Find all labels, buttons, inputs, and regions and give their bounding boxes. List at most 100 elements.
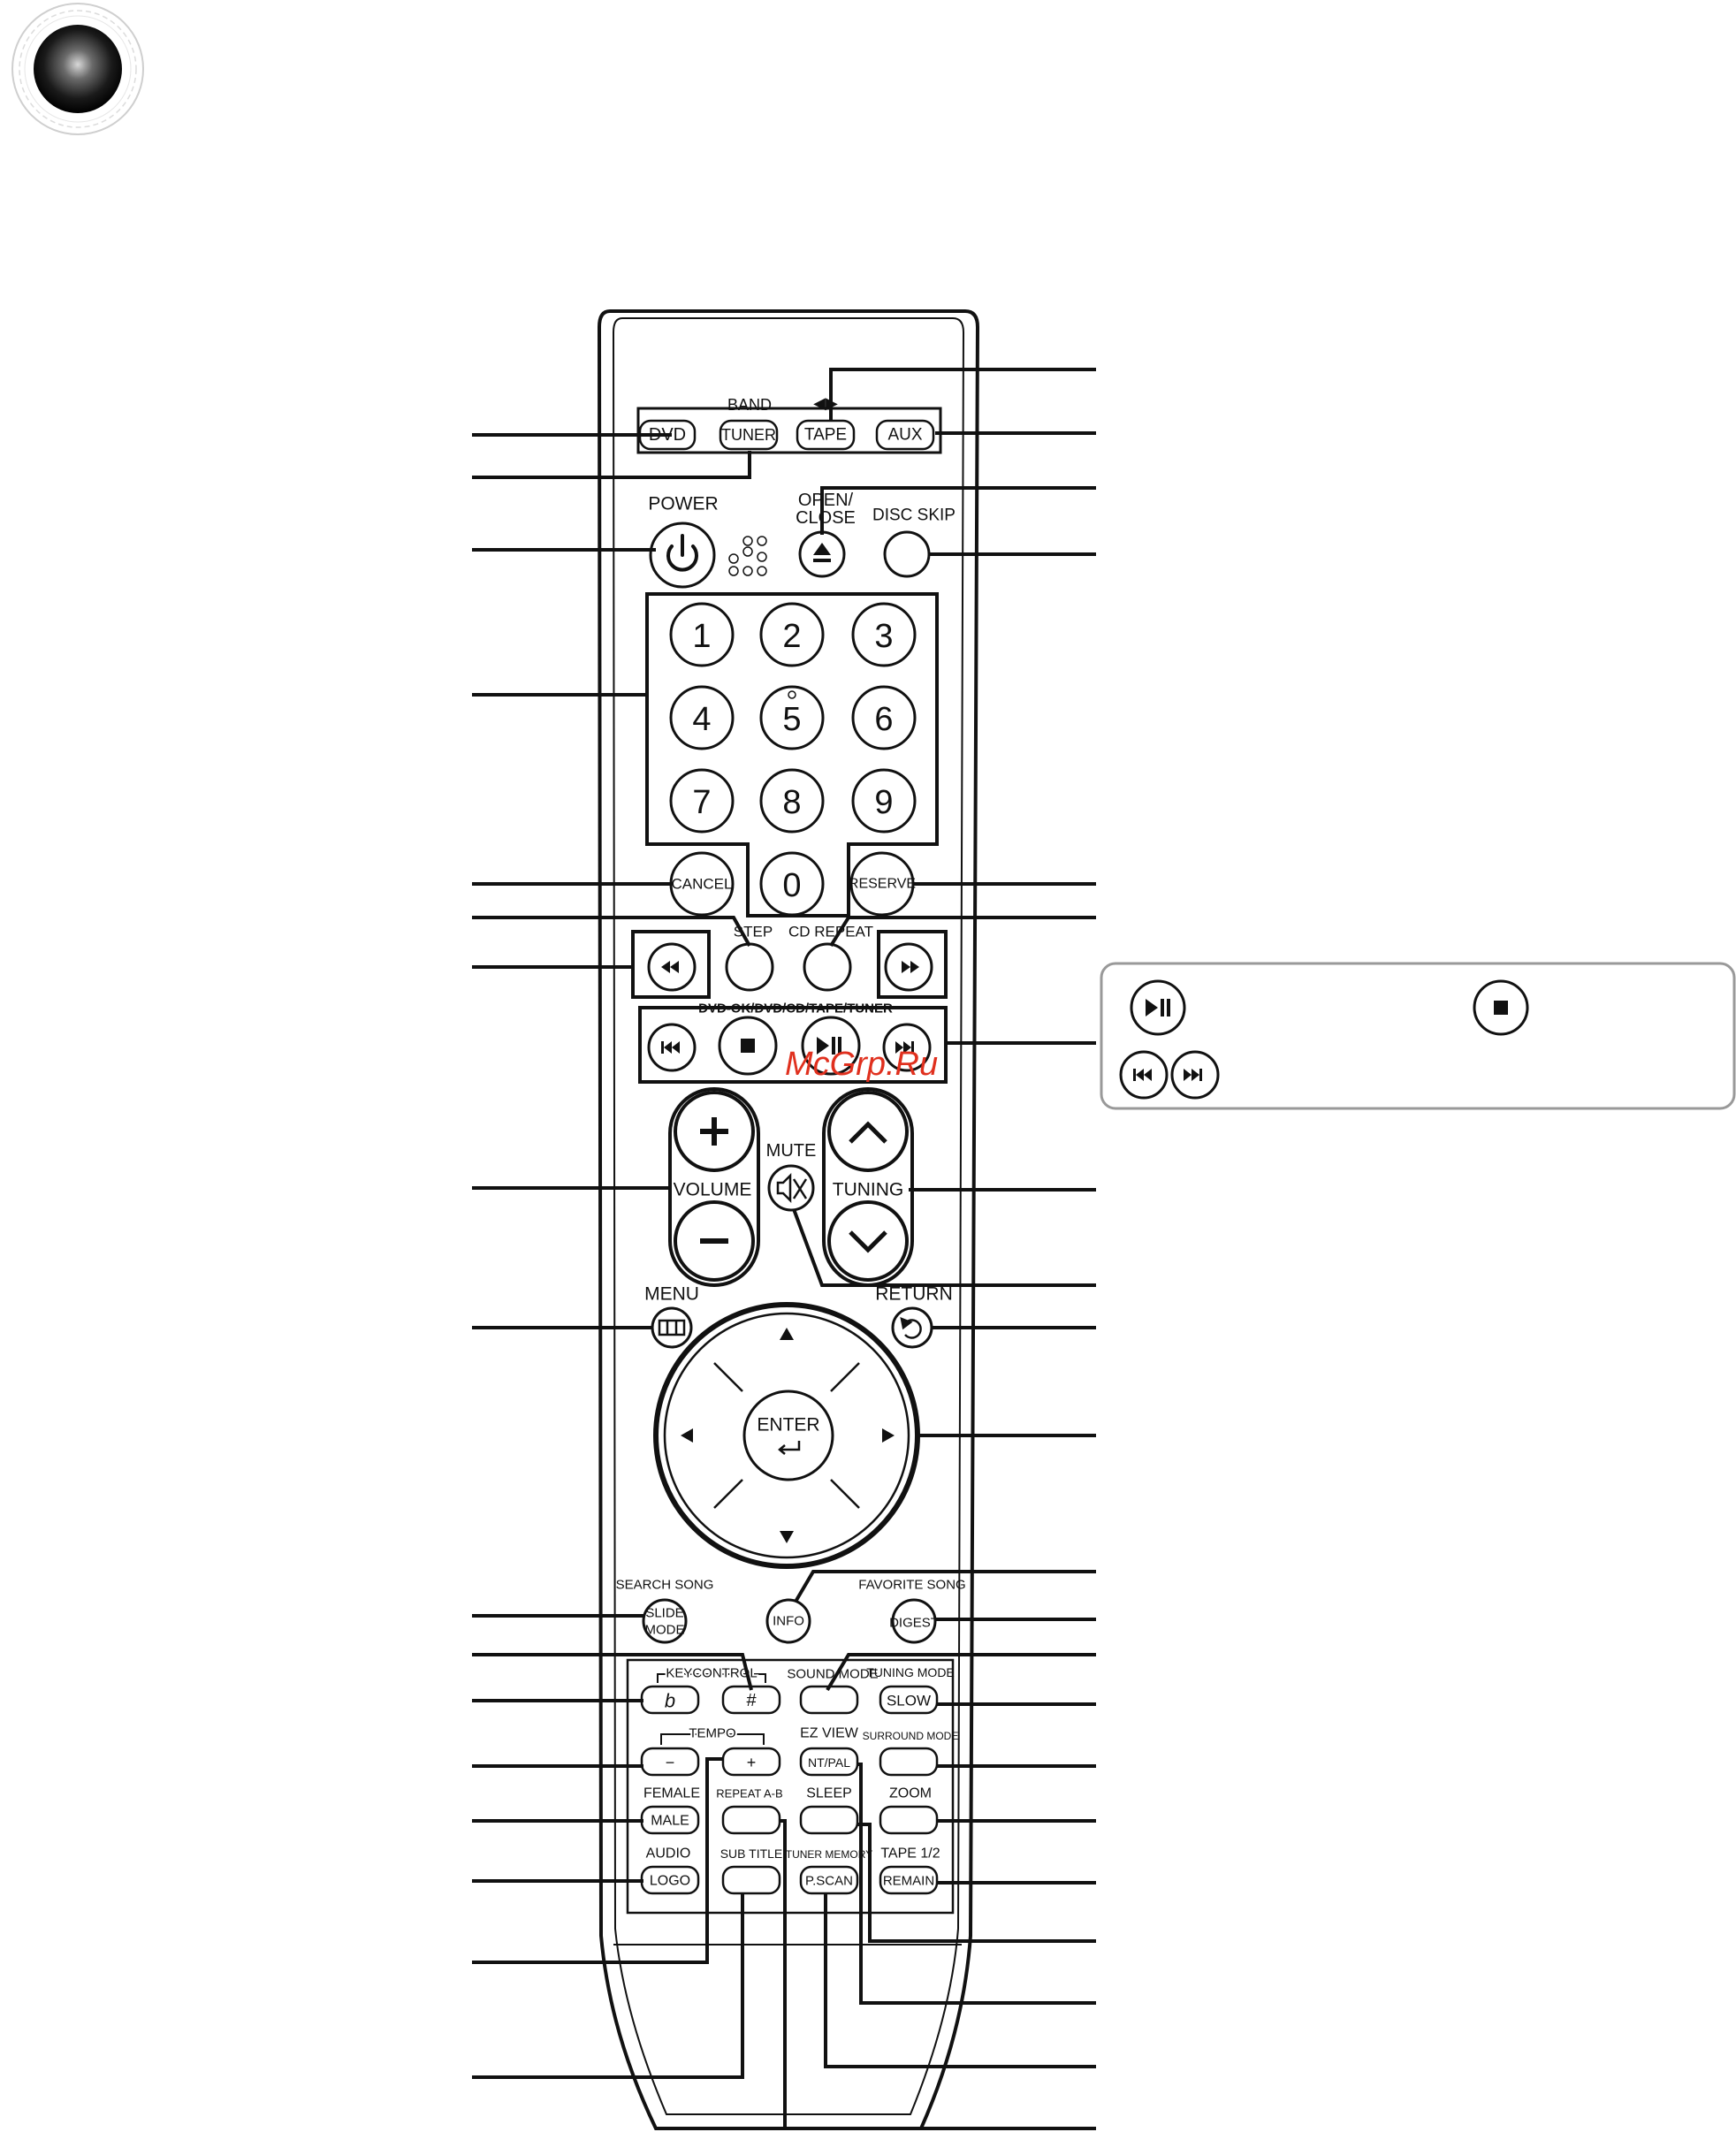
- nav-right-button[interactable]: [882, 1428, 895, 1443]
- stop-icon: [1494, 1001, 1508, 1015]
- skip-forward-icon: [895, 1041, 914, 1054]
- play-pause-button[interactable]: [801, 1016, 861, 1076]
- ez-view-label: EZ VIEW: [800, 1726, 859, 1741]
- reserve-button[interactable]: RESERVE: [849, 851, 916, 917]
- sleep-label: SLEEP: [806, 1786, 852, 1801]
- surround-mode-button[interactable]: [879, 1747, 939, 1777]
- play-pause-icon: [1146, 999, 1170, 1017]
- digit-8-button[interactable]: 8: [759, 768, 825, 834]
- skip-back-icon: [661, 1041, 680, 1054]
- open-close-button[interactable]: [798, 530, 846, 578]
- menu-button[interactable]: [651, 1306, 693, 1349]
- digit-3-button[interactable]: 3: [851, 602, 917, 667]
- power-button[interactable]: [649, 522, 716, 589]
- keycontrol-label: KEYCONTROL: [666, 1666, 757, 1681]
- cancel-button[interactable]: CANCEL: [669, 851, 735, 917]
- digit-7-button[interactable]: 7: [669, 768, 735, 834]
- tactile-dot: [788, 690, 796, 699]
- volume-down-button[interactable]: [674, 1200, 755, 1282]
- arrow-down-icon: [780, 1531, 794, 1543]
- audio-label: AUDIO: [646, 1846, 691, 1862]
- open-close-label-1: OPEN/: [798, 491, 854, 510]
- tempo-label: TEMPO: [689, 1726, 735, 1741]
- tuning-up-button[interactable]: [827, 1091, 909, 1172]
- slide-mode-button[interactable]: SLIDE MODE: [642, 1598, 688, 1644]
- mute-button[interactable]: [767, 1164, 815, 1212]
- skip-forward-icon: [1184, 1069, 1202, 1081]
- disc-skip-label: DISC SKIP: [872, 506, 956, 525]
- sharp-button-label: #: [746, 1691, 757, 1710]
- p-scan-button[interactable]: P.SCAN: [799, 1865, 859, 1895]
- mute-label: MUTE: [766, 1141, 817, 1161]
- enter-button[interactable]: ENTER: [742, 1390, 834, 1481]
- volume-up-button[interactable]: [674, 1091, 755, 1172]
- flat-button[interactable]: b: [640, 1685, 700, 1715]
- logo-button[interactable]: LOGO: [640, 1865, 700, 1895]
- repeat-ab-button[interactable]: [721, 1805, 781, 1835]
- power-label: POWER: [648, 494, 718, 514]
- info-button-label: INFO: [773, 1614, 804, 1629]
- aux-button[interactable]: AUX: [875, 419, 935, 451]
- tuning-down-icon: [849, 1230, 887, 1253]
- nav-up-button[interactable]: [780, 1328, 794, 1340]
- play-pause-icon: [817, 1037, 841, 1055]
- digest-button-label: DIGEST: [889, 1616, 939, 1631]
- reserve-button-label: RESERVE: [849, 877, 916, 892]
- digit-4-button[interactable]: 4: [669, 685, 735, 750]
- tape12-label: TAPE 1/2: [880, 1846, 940, 1862]
- digit-0-button[interactable]: 0: [759, 851, 825, 917]
- sharp-button[interactable]: #: [721, 1685, 781, 1715]
- digest-button[interactable]: DIGEST: [889, 1598, 939, 1644]
- return-button[interactable]: [891, 1306, 933, 1349]
- power-icon: [666, 534, 698, 572]
- male-button[interactable]: MALE: [640, 1805, 700, 1835]
- disc-skip-button[interactable]: [883, 530, 931, 578]
- male-button-label: MALE: [651, 1814, 689, 1829]
- fast-forward-button[interactable]: [884, 942, 933, 992]
- step-button[interactable]: [725, 942, 774, 992]
- slow-button[interactable]: SLOW: [879, 1685, 939, 1715]
- sub-title-button[interactable]: [721, 1865, 781, 1895]
- sleep-button[interactable]: [799, 1805, 859, 1835]
- cd-repeat-button[interactable]: [803, 942, 852, 992]
- skip-back-icon: [1133, 1069, 1152, 1081]
- digit-6-button[interactable]: 6: [851, 685, 917, 750]
- tuner-button[interactable]: TUNER: [719, 419, 779, 451]
- rewind-box: [631, 930, 711, 999]
- tempo-plus-button[interactable]: +: [721, 1747, 781, 1777]
- right-callout-lines: [780, 368, 1096, 2130]
- favorite-song-label: FAVORITE SONG: [858, 1578, 965, 1593]
- nav-left-button[interactable]: [681, 1428, 693, 1443]
- skip-back-button[interactable]: [647, 1023, 697, 1072]
- digit-9-label: 9: [874, 784, 893, 821]
- info-button[interactable]: INFO: [765, 1598, 811, 1644]
- skip-forward-button[interactable]: [882, 1023, 932, 1072]
- remain-button[interactable]: REMAIN: [879, 1865, 939, 1895]
- digit-2-label: 2: [782, 618, 801, 655]
- logo-button-label: LOGO: [650, 1874, 690, 1889]
- stop-button[interactable]: [718, 1016, 778, 1076]
- digit-5-button[interactable]: 5: [759, 685, 825, 750]
- digit-7-label: 7: [692, 784, 711, 821]
- inset-play-pause-button: [1130, 979, 1186, 1036]
- tuning-down-button[interactable]: [827, 1200, 909, 1282]
- tempo-minus-button[interactable]: −: [640, 1747, 700, 1777]
- tape-button-label: TAPE: [804, 426, 847, 445]
- tempo-plus-label: +: [747, 1754, 757, 1771]
- slide-mode-label-1: SLIDE: [645, 1606, 683, 1621]
- cd-repeat-label: CD REPEAT: [788, 924, 873, 940]
- digit-9-button[interactable]: 9: [851, 768, 917, 834]
- digit-2-button[interactable]: 2: [759, 602, 825, 667]
- enter-label: ENTER: [757, 1415, 819, 1435]
- nav-down-button[interactable]: [780, 1531, 794, 1543]
- tempo-minus-label: −: [666, 1754, 675, 1771]
- tuning-mode-label: TUNING MODE: [866, 1665, 955, 1679]
- enter-icon: [778, 1441, 801, 1455]
- digit-1-button[interactable]: 1: [669, 602, 735, 667]
- nt-pal-button[interactable]: NT/PAL: [799, 1747, 859, 1777]
- zoom-button[interactable]: [879, 1805, 939, 1835]
- rewind-button[interactable]: [647, 942, 697, 992]
- volume-label: VOLUME: [674, 1180, 752, 1200]
- tape-button[interactable]: TAPE: [796, 419, 856, 451]
